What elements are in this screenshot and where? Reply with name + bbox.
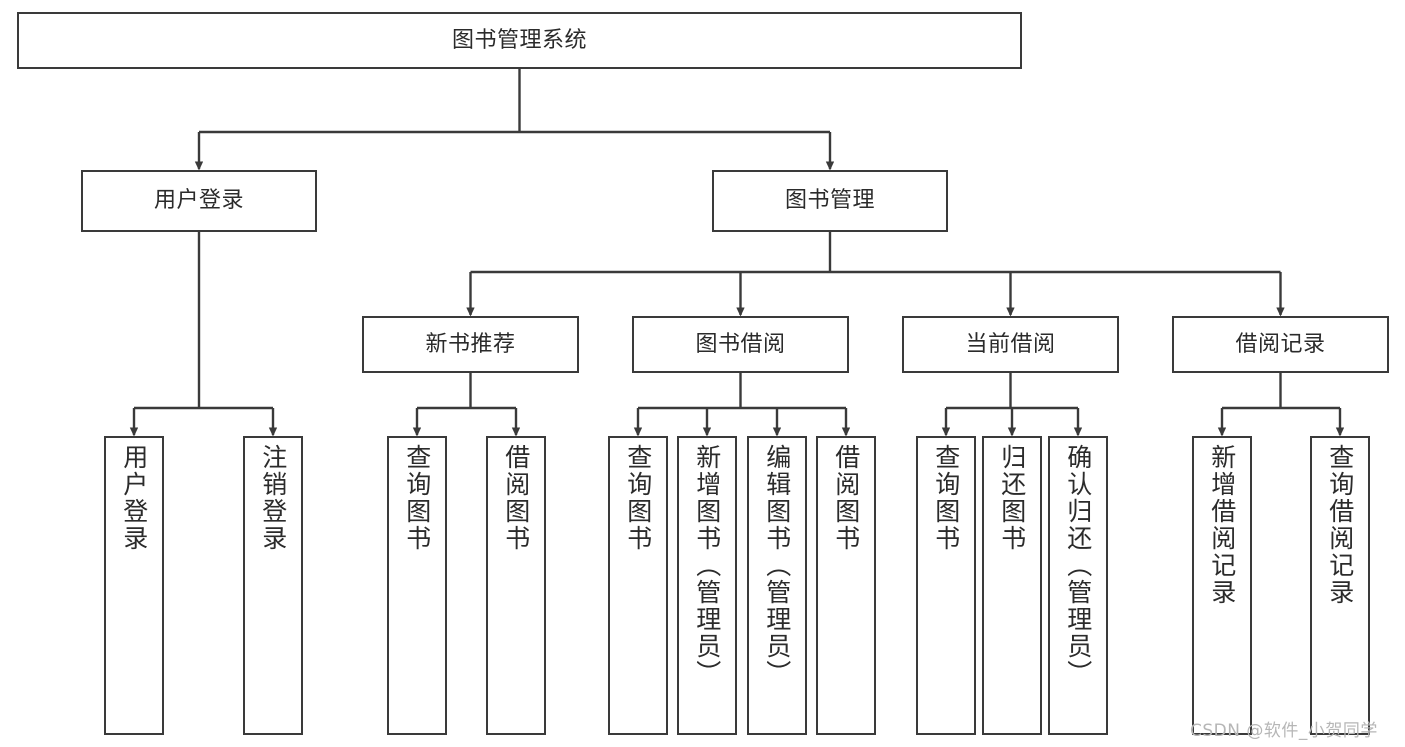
node-leaf-confirm-return[interactable]: 确认归还（管理员）: [1048, 436, 1108, 735]
node-label: 查询图书: [402, 444, 432, 552]
node-label: 新增借阅记录: [1207, 444, 1237, 606]
node-leaf-return-book[interactable]: 归还图书: [982, 436, 1042, 735]
node-label: 归还图书: [997, 444, 1027, 552]
node-label: 当前借阅: [965, 331, 1056, 357]
node-leaf-query-book-2[interactable]: 查询图书: [608, 436, 668, 735]
node-label: 借阅图书: [831, 444, 861, 552]
node-leaf-query-record[interactable]: 查询借阅记录: [1310, 436, 1370, 735]
watermark-text: CSDN @软件_小贺同学: [1190, 721, 1378, 741]
node-borrow-record[interactable]: 借阅记录: [1172, 316, 1389, 373]
node-user-login[interactable]: 用户登录: [81, 170, 317, 232]
node-leaf-add-record[interactable]: 新增借阅记录: [1192, 436, 1252, 735]
node-root[interactable]: 图书管理系统: [17, 12, 1022, 69]
node-book-borrow[interactable]: 图书借阅: [632, 316, 849, 373]
node-label: 图书管理: [784, 188, 875, 214]
node-label: 用户登录: [119, 444, 149, 552]
node-label: 借阅记录: [1235, 331, 1326, 357]
node-label: 查询图书: [623, 444, 653, 552]
node-new-book-recommend[interactable]: 新书推荐: [362, 316, 579, 373]
node-label: 用户登录: [153, 188, 244, 214]
node-label: 图书借阅: [695, 331, 786, 357]
node-label: 注销登录: [258, 444, 288, 552]
node-current-borrow[interactable]: 当前借阅: [902, 316, 1119, 373]
node-label: 借阅图书: [501, 444, 531, 552]
node-label: 查询图书: [931, 444, 961, 552]
node-leaf-user-login[interactable]: 用户登录: [104, 436, 164, 735]
node-leaf-edit-book[interactable]: 编辑图书（管理员）: [747, 436, 807, 735]
node-leaf-query-book-3[interactable]: 查询图书: [916, 436, 976, 735]
node-leaf-borrow-book-2[interactable]: 借阅图书: [816, 436, 876, 735]
node-leaf-logout[interactable]: 注销登录: [243, 436, 303, 735]
node-leaf-query-book-1[interactable]: 查询图书: [387, 436, 447, 735]
node-label: 图书管理系统: [451, 27, 587, 53]
node-label: 编辑图书（管理员）: [762, 444, 792, 687]
node-label: 新增图书（管理员）: [692, 444, 722, 687]
node-label: 查询借阅记录: [1325, 444, 1355, 606]
node-label: 确认归还（管理员）: [1063, 444, 1093, 687]
node-leaf-borrow-book-1[interactable]: 借阅图书: [486, 436, 546, 735]
node-book-manage[interactable]: 图书管理: [712, 170, 948, 232]
node-leaf-add-book[interactable]: 新增图书（管理员）: [677, 436, 737, 735]
node-label: 新书推荐: [425, 331, 516, 357]
